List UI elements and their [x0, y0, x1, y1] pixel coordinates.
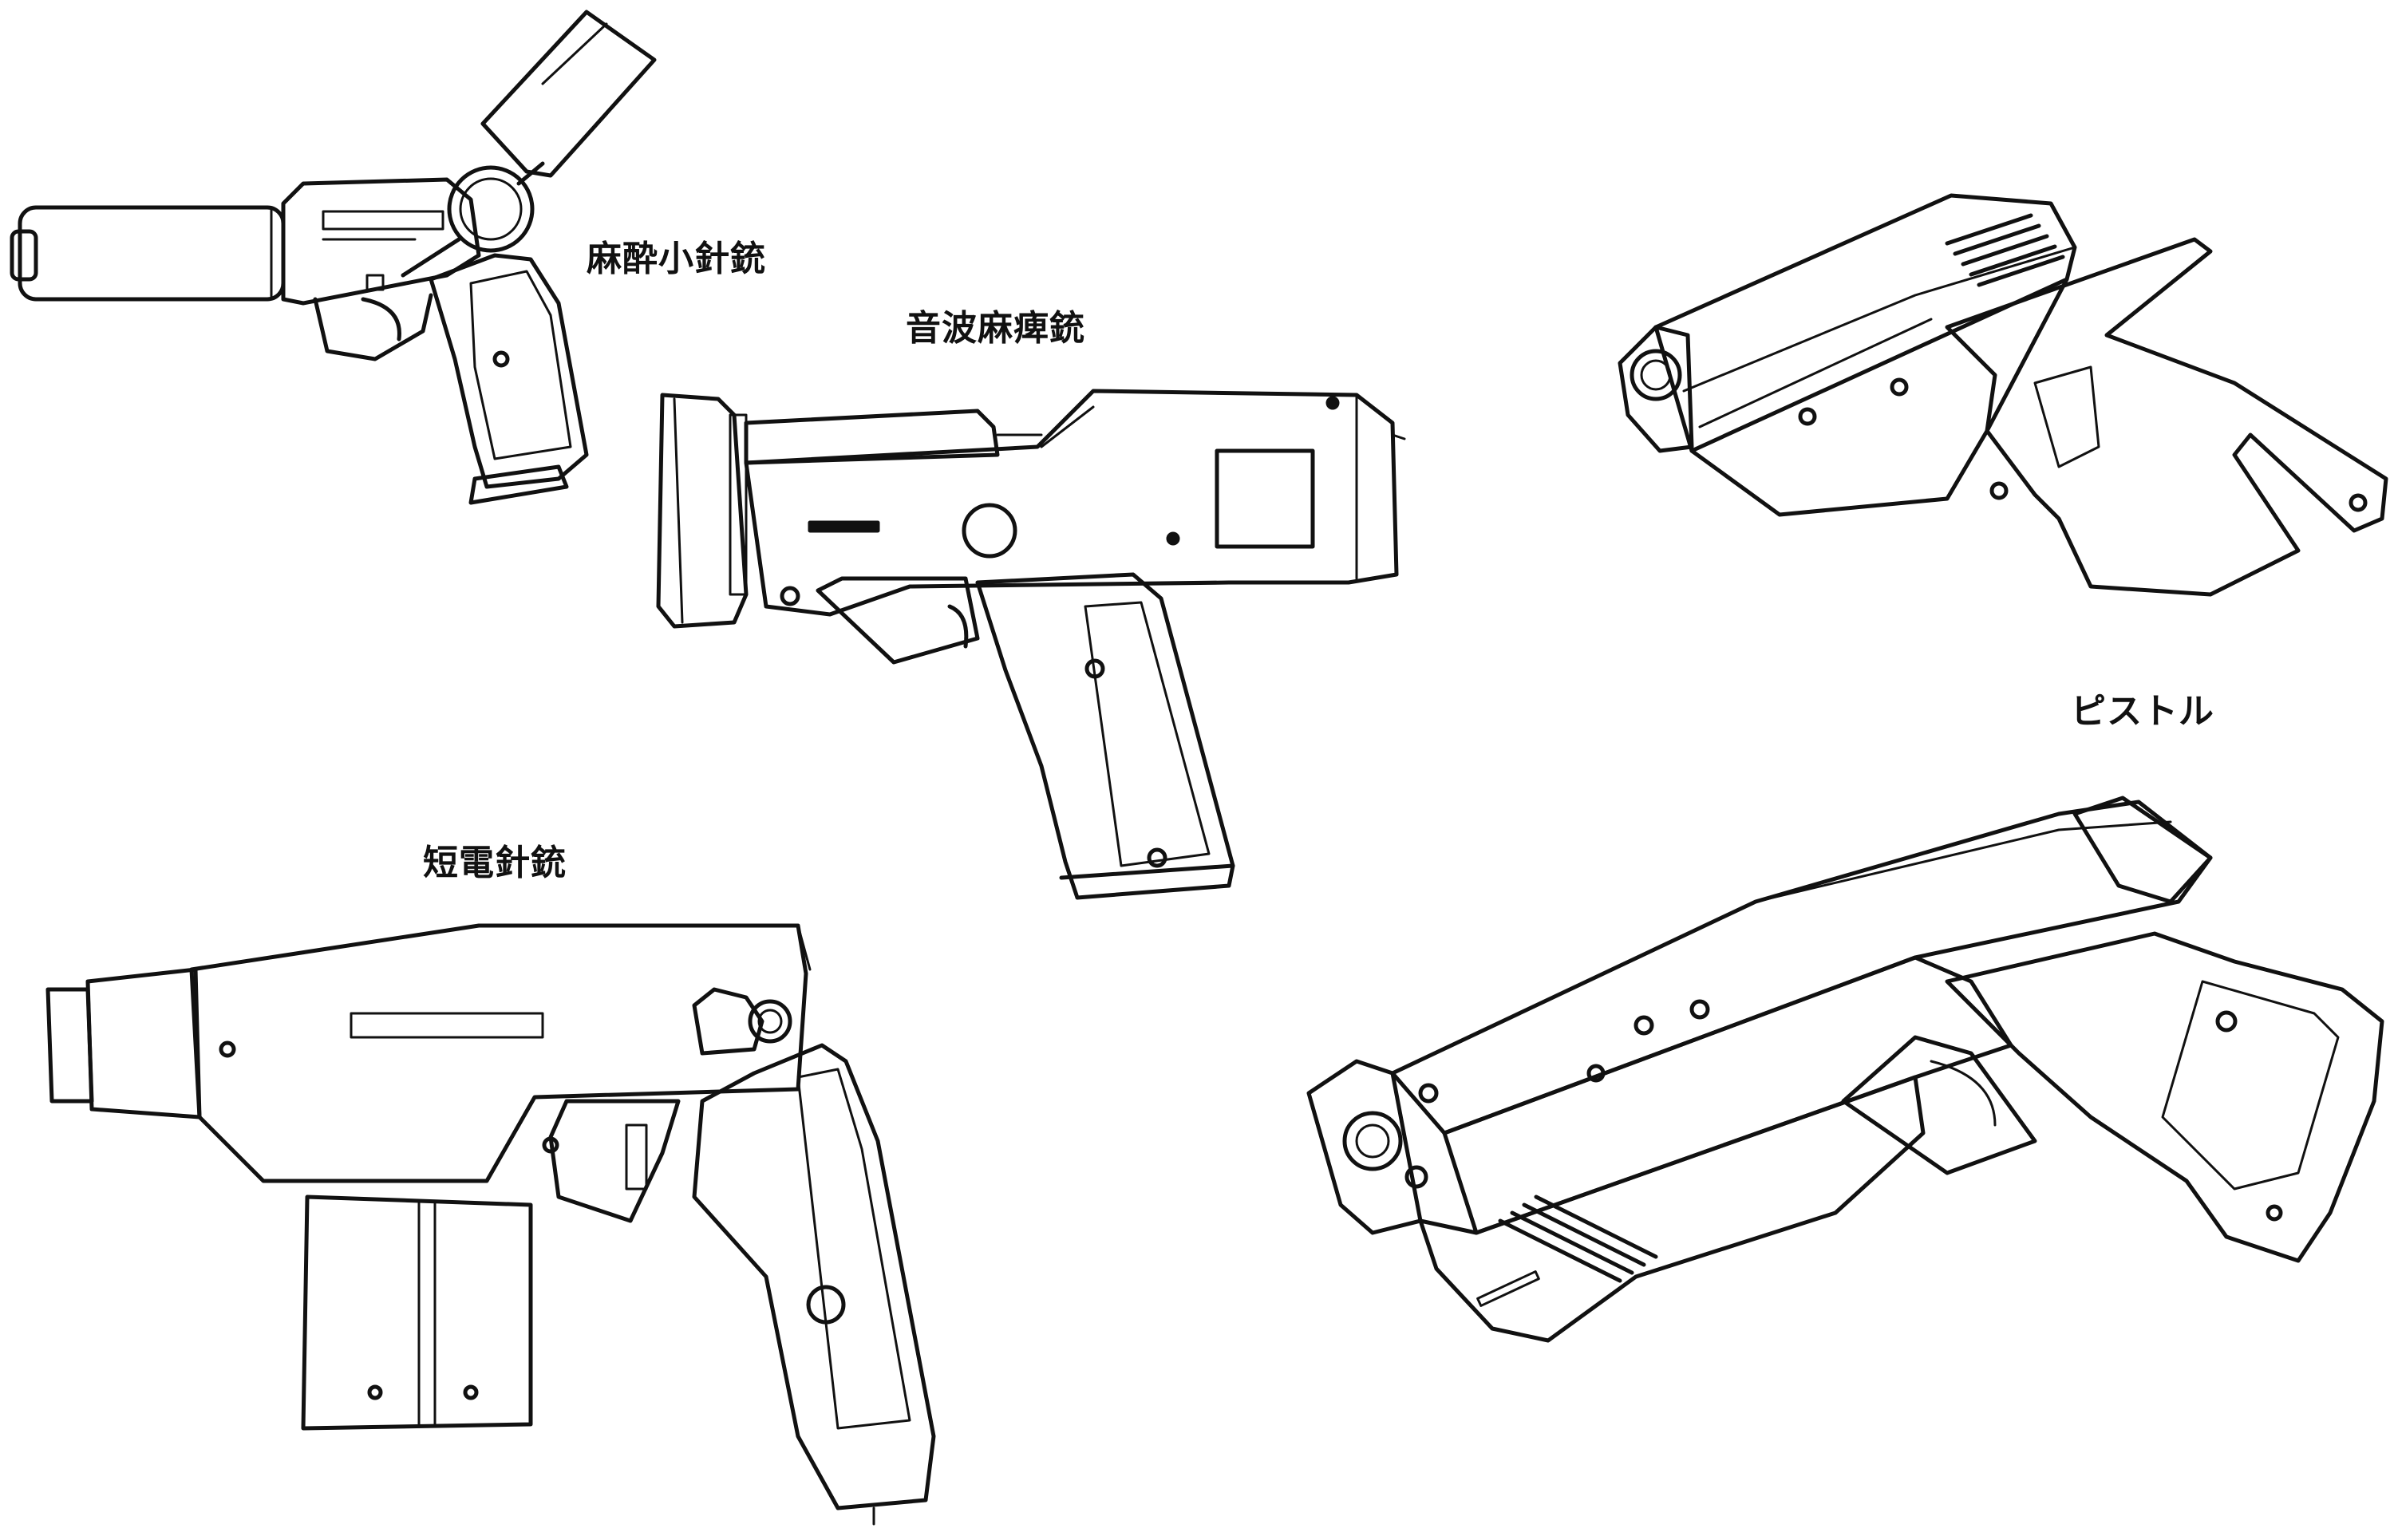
- label-pistol: ピストル: [2071, 691, 2214, 732]
- short-electro-needle-gun-drawing: [45, 923, 936, 1526]
- label-sonic-paralysis-gun: 音波麻痺銃: [906, 308, 1085, 349]
- label-short-electro-needle-gun: 短電針銃: [423, 843, 567, 883]
- pistol-bottom-right-drawing: [1306, 796, 2384, 1343]
- label-tranquilizer-needle-gun: 麻酔小針銃: [587, 239, 766, 279]
- tranquilizer-needle-gun-drawing: [10, 10, 657, 505]
- pistol-top-right-drawing: [1618, 193, 2388, 597]
- sonic-paralysis-gun-drawing: [656, 389, 1406, 900]
